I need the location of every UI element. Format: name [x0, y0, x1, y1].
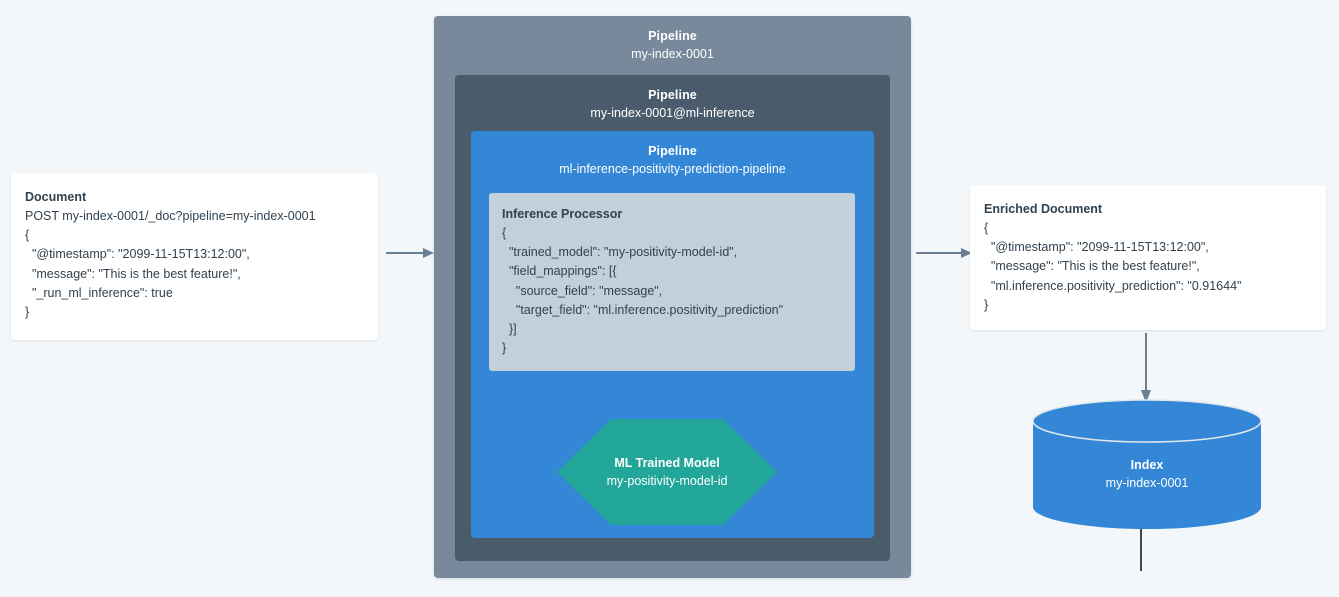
document-card-line: "@timestamp": "2099-11-15T13:12:00", [25, 247, 250, 262]
pipeline-inner-label: Pipeline [648, 144, 697, 158]
pipeline-inner: Pipeline ml-inference-positivity-predict… [471, 131, 1146, 571]
inference-processor-line: "trained_model": "my-positivity-model-id… [502, 245, 738, 260]
pipeline-outer-label: Pipeline [648, 29, 697, 43]
pipeline-middle-name: my-index-0001@ml-inference [590, 106, 755, 120]
pipeline-middle: Pipeline my-index-0001@ml-inference Pipe… [455, 75, 1146, 571]
document-card-line: POST my-index-0001/_doc?pipeline=my-inde… [25, 209, 316, 223]
pipeline-middle-label: Pipeline [648, 88, 697, 102]
enriched-document-line: "@timestamp": "2099-11-15T13:12:00", [984, 240, 1209, 255]
arrow-pipeline-to-enriched-icon [916, 245, 972, 261]
ml-trained-model-hexagon: ML Trained Model my-positivity-model-id [556, 418, 778, 526]
pipeline-inner-name: ml-inference-positivity-prediction-pipel… [559, 162, 786, 176]
inference-processor-line: } [502, 341, 507, 356]
pipeline-outer-name: my-index-0001 [631, 47, 714, 61]
enriched-document-line: { [984, 221, 989, 235]
inference-processor-title: Inference Processor [502, 207, 623, 221]
inference-processor-line: { [502, 226, 507, 240]
pipeline-inner-header: Pipeline ml-inference-positivity-predict… [471, 131, 874, 179]
enriched-document-line: "ml.inference.positivity_prediction": "0… [984, 278, 1242, 293]
index-cylinder: Index my-index-0001 [1032, 399, 1262, 529]
pipeline-outer: Pipeline my-index-0001 Pipeline my-index… [434, 16, 1146, 578]
enriched-document-title: Enriched Document [984, 202, 1103, 216]
enriched-document-card: Enriched Document { "@timestamp": "2099-… [970, 185, 1326, 330]
inference-processor-line: "target_field": "ml.inference.positivity… [502, 302, 784, 317]
document-card: Document POST my-index-0001/_doc?pipelin… [11, 173, 378, 340]
inference-processor-line: }] [502, 322, 517, 337]
document-card-line: "_run_ml_inference": true [25, 285, 173, 300]
pipeline-outer-header: Pipeline my-index-0001 [434, 16, 911, 64]
document-card-line: } [25, 305, 30, 320]
inference-processor-line: "source_field": "message", [502, 283, 663, 298]
pipeline-middle-header: Pipeline my-index-0001@ml-inference [455, 75, 890, 123]
inference-processor-line: "field_mappings": [{ [502, 264, 617, 279]
enriched-document-line: } [984, 297, 989, 312]
arrow-document-to-pipeline-icon [386, 245, 434, 261]
enriched-document-line: "message": "This is the best feature!", [984, 259, 1200, 274]
inference-processor-panel: Inference Processor { "trained_model": "… [489, 193, 855, 371]
document-card-line: { [25, 228, 30, 243]
document-card-line: "message": "This is the best feature!", [25, 266, 241, 281]
document-card-title: Document [25, 190, 87, 204]
arrow-enriched-to-index-icon [1138, 333, 1154, 403]
